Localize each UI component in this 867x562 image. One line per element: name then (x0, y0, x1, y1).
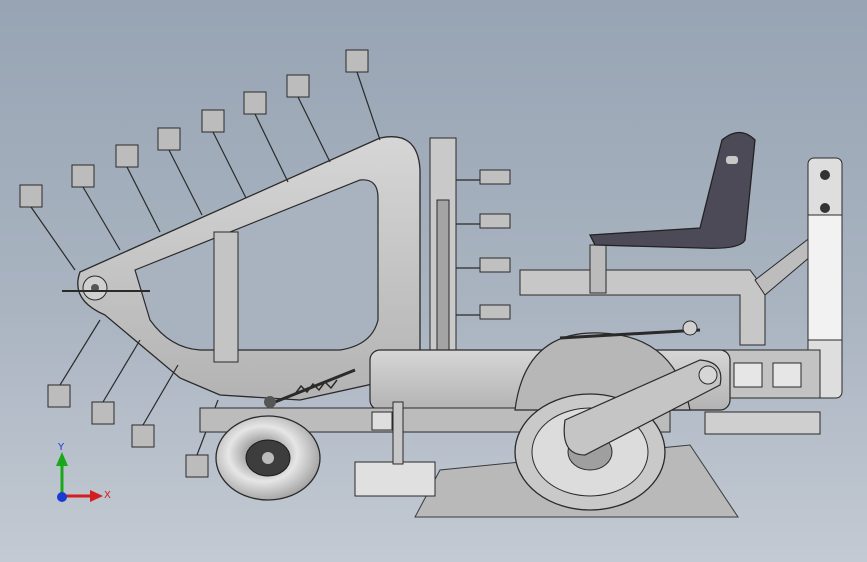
coordinate-triad: Y X (56, 442, 111, 502)
linkage-rod (559, 328, 701, 340)
front-wheel (215, 415, 321, 501)
furrow-block (354, 461, 436, 497)
frame-post-inner (436, 199, 450, 351)
seedling-cups-top (19, 49, 369, 208)
spring-strut (264, 368, 356, 408)
seat-handle-slot (726, 156, 738, 164)
seedling-cups-lower (47, 384, 209, 478)
rear-slide-rail (704, 411, 821, 435)
z-axis-dot (57, 492, 67, 502)
crank-arm (563, 359, 722, 456)
arm-frame-cutout (134, 179, 379, 351)
clamp-bracket (371, 411, 393, 431)
furrow-stem (392, 401, 404, 465)
post-cups (479, 169, 511, 320)
frame-post-left (213, 231, 239, 363)
y-axis-label: Y (57, 442, 65, 453)
seat-support-frame (519, 269, 766, 346)
right-upright-panel (807, 214, 843, 341)
seat-post (589, 244, 607, 294)
seedling-rods-top (30, 71, 381, 271)
seat (588, 131, 756, 249)
x-axis-label: X (104, 490, 111, 501)
